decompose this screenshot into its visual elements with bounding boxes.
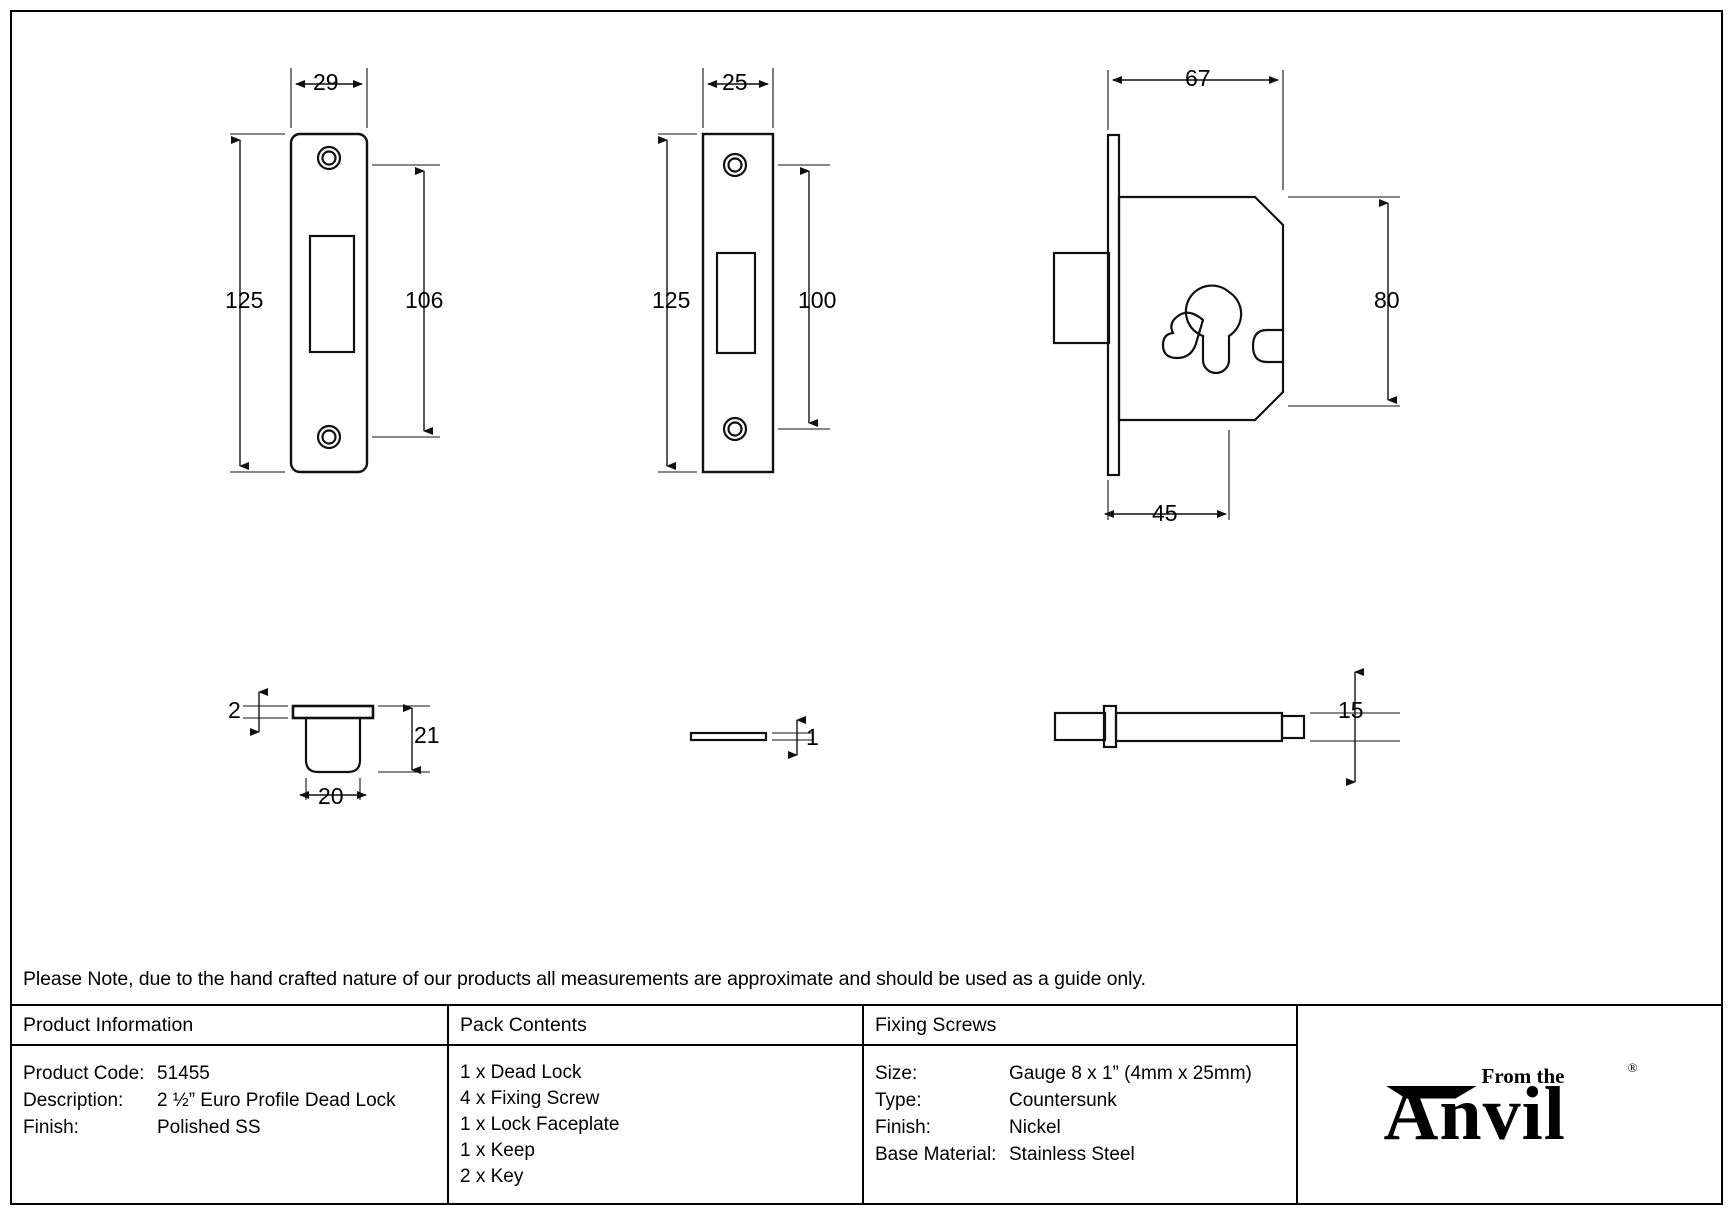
- dim-keep-width: 29: [313, 69, 339, 95]
- keep-front-view: [230, 68, 440, 474]
- dim-keep-depth: 21: [414, 722, 440, 748]
- note-text: Please Note, due to the hand crafted nat…: [23, 967, 1146, 990]
- fixing-screws-body: Size: Gauge 8 x 1” (4mm x 25mm) Type: Co…: [864, 1046, 1296, 1168]
- description-key: Description:: [23, 1090, 124, 1111]
- faceplate-front-view: [658, 68, 830, 474]
- list-item: 2 x Key: [460, 1166, 524, 1187]
- table-row: Product Code: 51455: [23, 1060, 447, 1087]
- dim-lock-height: 80: [1374, 287, 1400, 313]
- finish-value: Polished SS: [157, 1117, 261, 1138]
- dim-faceplate-width: 25: [722, 69, 748, 95]
- information-table: Please Note, due to the hand crafted nat…: [12, 954, 1721, 1203]
- product-information-heading-label: Product Information: [23, 1013, 194, 1036]
- product-information-heading: Product Information: [12, 1006, 447, 1046]
- dim-keep-slot-height: 106: [405, 287, 444, 313]
- dim-faceplate-slot: 100: [798, 287, 837, 313]
- faceplate-section-view: [689, 716, 812, 759]
- page-frame: [10, 10, 1723, 1205]
- column-pack-contents: Pack Contents 1 x Dead Lock 4 x Fixing S…: [449, 1006, 864, 1203]
- screw-size-key: Size:: [875, 1063, 918, 1084]
- screw-type-value: Countersunk: [1009, 1090, 1117, 1111]
- dim-keep-lip: 2: [228, 697, 241, 723]
- lock-body-side-view: [1052, 70, 1400, 520]
- table-row: Finish: Polished SS: [23, 1114, 447, 1141]
- note-row: Please Note, due to the hand crafted nat…: [12, 954, 1721, 1006]
- screw-size-value: Gauge 8 x 1” (4mm x 25mm): [1009, 1063, 1252, 1084]
- fixing-screws-heading: Fixing Screws: [864, 1006, 1296, 1046]
- table-row: Size: Gauge 8 x 1” (4mm x 25mm): [875, 1060, 1296, 1087]
- product-code-key: Product Code:: [23, 1063, 145, 1084]
- logo-anvil-label: Anvil: [1383, 1071, 1566, 1156]
- brand-logo: From the Anvil ®: [1298, 1006, 1719, 1203]
- column-product-information: Product Information Product Code: 51455 …: [12, 1006, 449, 1203]
- dim-lock-backset: 45: [1152, 500, 1178, 526]
- table-row: Description: 2 ½” Euro Profile Dead Lock: [23, 1087, 447, 1114]
- description-value: 2 ½” Euro Profile Dead Lock: [157, 1090, 396, 1111]
- logo-wrap: From the Anvil ®: [1384, 1060, 1638, 1152]
- list-item: 1 x Keep: [460, 1140, 535, 1161]
- pack-contents-heading: Pack Contents: [449, 1006, 862, 1046]
- table-row: Base Material: Stainless Steel: [875, 1141, 1296, 1168]
- table-row: Type: Countersunk: [875, 1087, 1296, 1114]
- table-row: Finish: Nickel: [875, 1114, 1296, 1141]
- column-fixing-screws: Fixing Screws Size: Gauge 8 x 1” (4mm x …: [864, 1006, 1298, 1203]
- table-columns: Product Information Product Code: 51455 …: [12, 1006, 1721, 1203]
- dim-keep-height: 125: [225, 287, 264, 313]
- keep-section-view: [243, 688, 430, 800]
- fixing-screws-heading-label: Fixing Screws: [875, 1013, 997, 1036]
- logo-from-the-label: From the: [1481, 1063, 1565, 1088]
- screw-type-key: Type:: [875, 1090, 922, 1111]
- finish-key: Finish:: [23, 1117, 79, 1138]
- pack-contents-body: 1 x Dead Lock 4 x Fixing Screw 1 x Lock …: [449, 1046, 862, 1190]
- product-code-value: 51455: [157, 1063, 210, 1084]
- dim-faceplate-height: 125: [652, 287, 691, 313]
- pack-contents-heading-label: Pack Contents: [460, 1013, 587, 1036]
- list-item: 1 x Dead Lock: [460, 1062, 582, 1083]
- dim-lock-plan-thickness: 15: [1338, 697, 1364, 723]
- list-item: 1 x Lock Faceplate: [460, 1114, 620, 1135]
- product-information-body: Product Code: 51455 Description: 2 ½” Eu…: [12, 1046, 447, 1141]
- anvil-icon: [1385, 1085, 1478, 1099]
- column-brand-logo: From the Anvil ®: [1298, 1006, 1719, 1203]
- screw-finish-key: Finish:: [875, 1117, 931, 1138]
- dim-faceplate-thickness: 1: [806, 724, 819, 750]
- lock-body-plan-view: [1053, 668, 1400, 786]
- screw-base-material-key: Base Material:: [875, 1144, 997, 1165]
- dim-lock-depth: 67: [1185, 65, 1211, 91]
- screw-base-material-value: Stainless Steel: [1009, 1144, 1135, 1165]
- dim-keep-width-bottom: 20: [318, 783, 344, 809]
- registered-trademark-icon: ®: [1627, 1059, 1638, 1075]
- screw-finish-value: Nickel: [1009, 1117, 1061, 1138]
- list-item: 4 x Fixing Screw: [460, 1088, 600, 1109]
